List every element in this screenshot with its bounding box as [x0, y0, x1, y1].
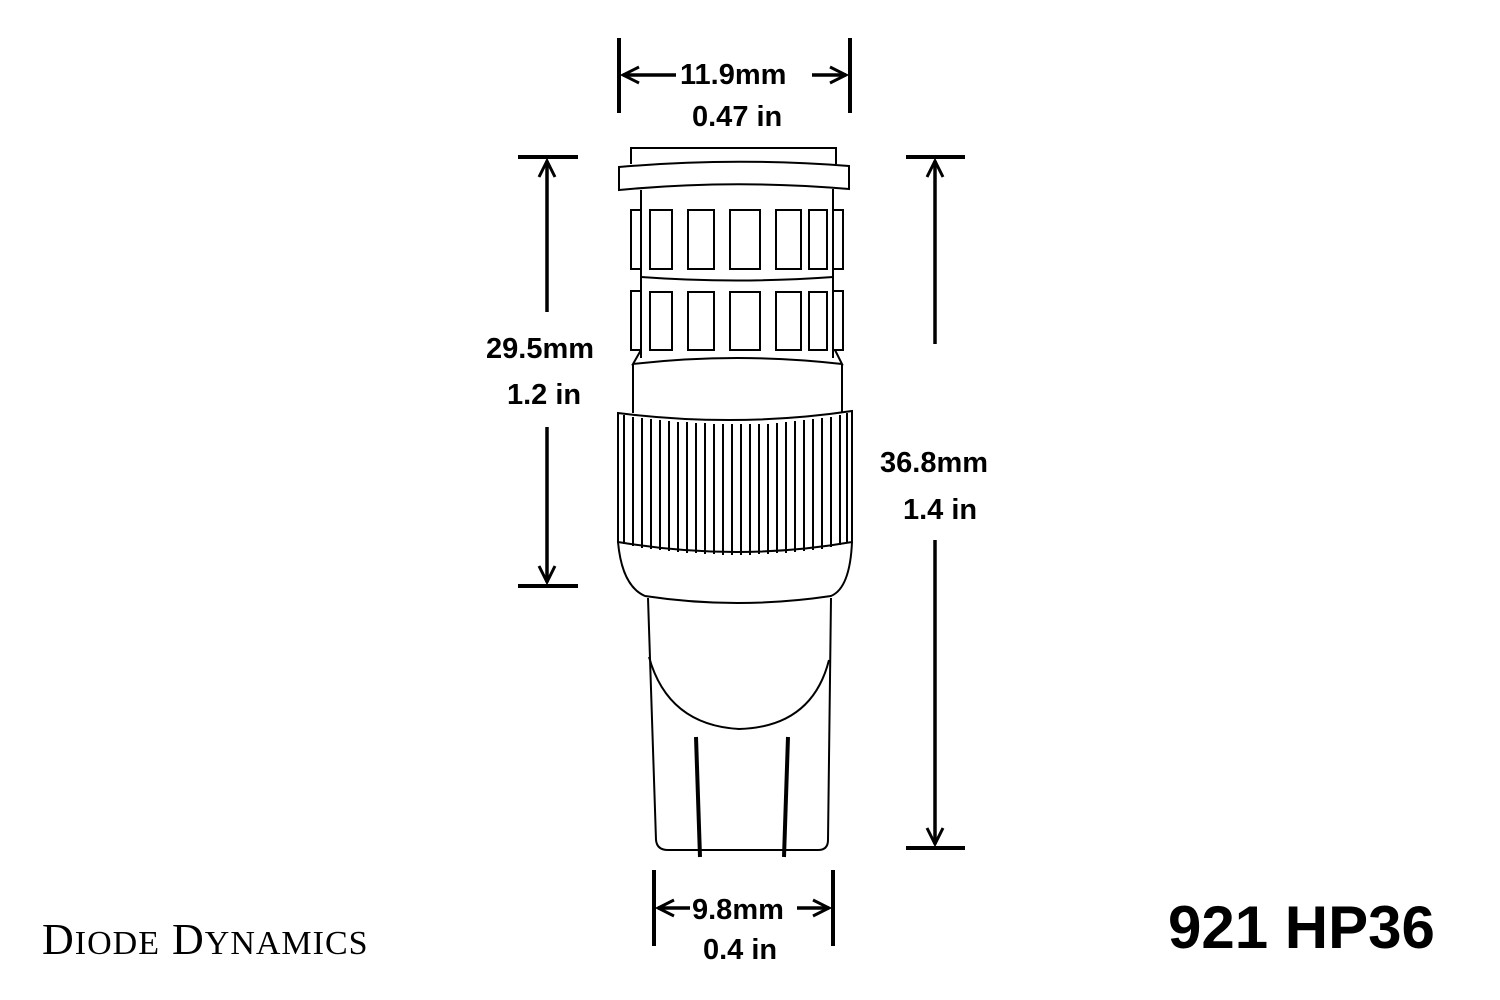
led-chip-row-2 — [630, 290, 844, 351]
bulb-knurled-collar — [617, 409, 853, 553]
base-width-mm-label: 9.8mm — [692, 894, 784, 926]
bulb-top-flange — [618, 160, 850, 192]
brand-rest-2: YNAMICS — [204, 925, 369, 962]
base-width-dimension-lines — [652, 870, 835, 946]
bulb-top-cap — [630, 147, 837, 164]
brand-initial-1: D — [42, 915, 75, 964]
brand-rest-1: IODE — [74, 925, 160, 962]
bulb-outline — [617, 147, 853, 553]
led-chip-row-1 — [630, 209, 844, 270]
brand-logo: DIODE DYNAMICS — [42, 918, 369, 962]
body-height-in-label: 1.2 in — [507, 379, 582, 411]
brand-initial-2: D — [171, 915, 205, 964]
top-width-dimension-lines — [617, 38, 852, 113]
body-height-dimension-lines — [518, 155, 578, 588]
overall-height-dimension-lines — [906, 155, 965, 850]
overall-height-mm-label: 36.8mm — [880, 447, 989, 479]
base-width-in-label: 0.4 in — [703, 934, 778, 966]
overall-height-in-label: 1.4 in — [903, 494, 978, 526]
body-height-mm-label: 29.5mm — [486, 333, 595, 365]
bulb-base-outline — [617, 541, 853, 858]
top-width-mm-label: 11.9mm — [680, 59, 787, 91]
knurling-lines — [623, 413, 848, 555]
model-number: 921 HP36 — [1168, 894, 1435, 961]
top-width-in-label: 0.47 in — [692, 101, 783, 133]
